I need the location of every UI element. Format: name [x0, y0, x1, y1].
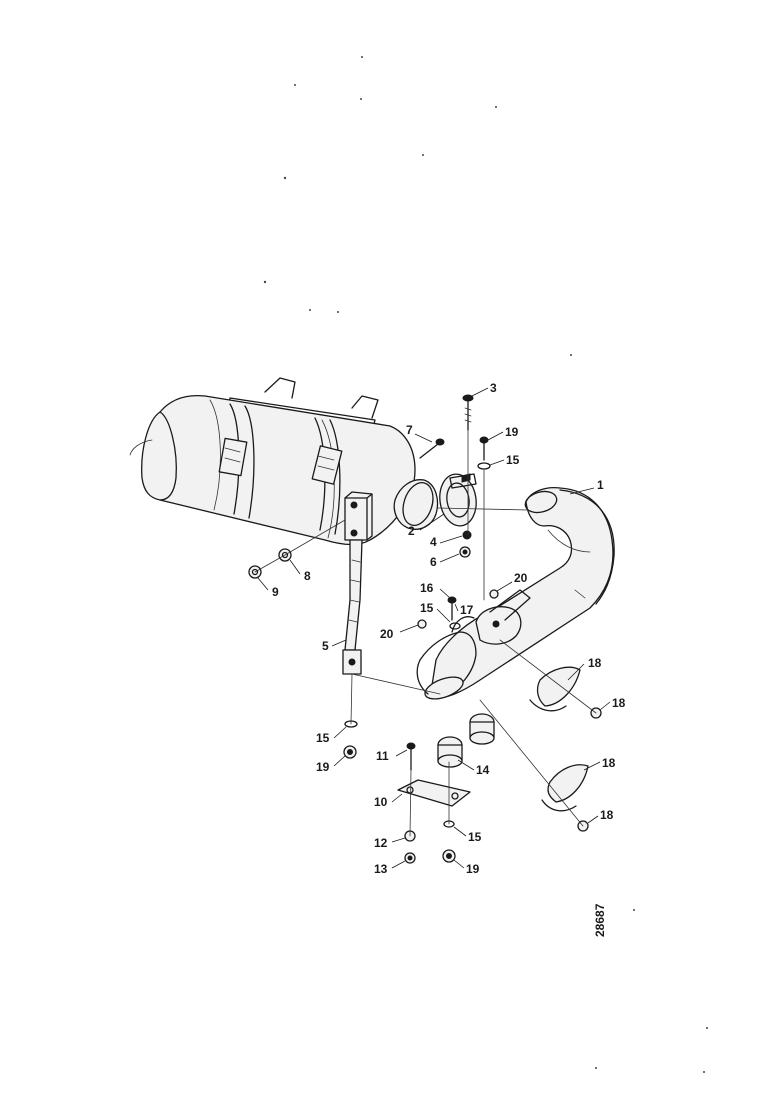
- rear-silencer: [129, 377, 439, 546]
- callout-20: 20: [380, 627, 394, 641]
- callout-15: 15: [420, 601, 434, 615]
- mounting-plate: [397, 779, 471, 807]
- callout-18: 18: [600, 808, 614, 822]
- callout-labels: 3 19 15 7 1 2 4 6 8 9 16 17 15 20 20 5 1: [257, 381, 626, 876]
- callout-15: 15: [506, 453, 520, 467]
- callout-10: 10: [374, 795, 388, 809]
- callout-12: 12: [374, 836, 388, 850]
- assembly-lines: [254, 429, 597, 837]
- front-pipe: [416, 486, 615, 700]
- callout-15: 15: [316, 731, 330, 745]
- callout-14: 14: [476, 763, 490, 777]
- callout-11: 11: [376, 749, 389, 763]
- callout-15: 15: [468, 830, 482, 844]
- callout-13: 13: [374, 862, 388, 876]
- callout-6: 6: [430, 555, 437, 569]
- callout-7: 7: [406, 423, 413, 437]
- callout-2: 2: [408, 524, 415, 538]
- callout-18: 18: [602, 756, 616, 770]
- callout-19: 19: [316, 760, 330, 774]
- rubber-mounts: [437, 713, 495, 768]
- callout-19: 19: [505, 425, 519, 439]
- callout-3: 3: [490, 381, 497, 395]
- callout-20: 20: [514, 571, 528, 585]
- callout-1: 1: [597, 478, 604, 492]
- hanger-bracket: [342, 491, 373, 675]
- callout-9: 9: [272, 585, 279, 599]
- callout-5: 5: [322, 639, 329, 653]
- scan-specks: [263, 56, 708, 1073]
- callout-19: 19: [466, 862, 480, 876]
- reference-number: 28687: [593, 903, 607, 937]
- callout-18: 18: [588, 656, 602, 670]
- callout-8: 8: [304, 569, 311, 583]
- callout-4: 4: [430, 535, 437, 549]
- callout-16: 16: [420, 581, 434, 595]
- callout-18: 18: [612, 696, 626, 710]
- heat-shields: [529, 666, 589, 812]
- clamp: [439, 473, 477, 527]
- callout-17: 17: [460, 603, 474, 617]
